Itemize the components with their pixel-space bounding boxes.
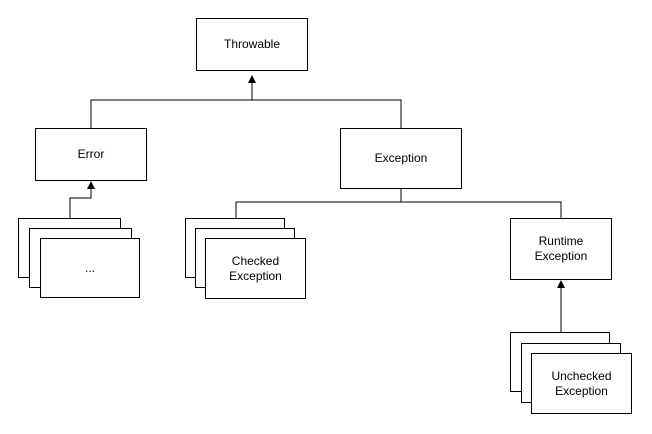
runtime-exception-node: Runtime Exception [510,218,612,280]
error-subclasses-label: ... [84,260,95,275]
exception-to-throwable-connector [252,99,402,128]
unchecked-exception-label: Unchecked Exception [551,368,612,398]
runtime-to-exception-connector [401,201,562,218]
error-to-throwable-connector [90,75,256,128]
checked-to-exception-connector [235,189,402,218]
throwable-label: Throwable [223,37,281,51]
throwable-node: Throwable [196,18,308,71]
error-label: Error [77,147,105,161]
checked-exception-node: Checked Exception [205,238,306,299]
unchecked-exception-node: Unchecked Exception [531,353,632,414]
exception-label: Exception [374,151,428,165]
error-subclass-stack-front: ... [40,238,140,298]
runtime-exception-label: Runtime Exception [534,234,588,263]
subclasses-to-error-connector [69,181,95,218]
checked-exception-label: Checked Exception [229,253,282,283]
error-node: Error [35,128,147,181]
exception-node: Exception [340,128,462,189]
